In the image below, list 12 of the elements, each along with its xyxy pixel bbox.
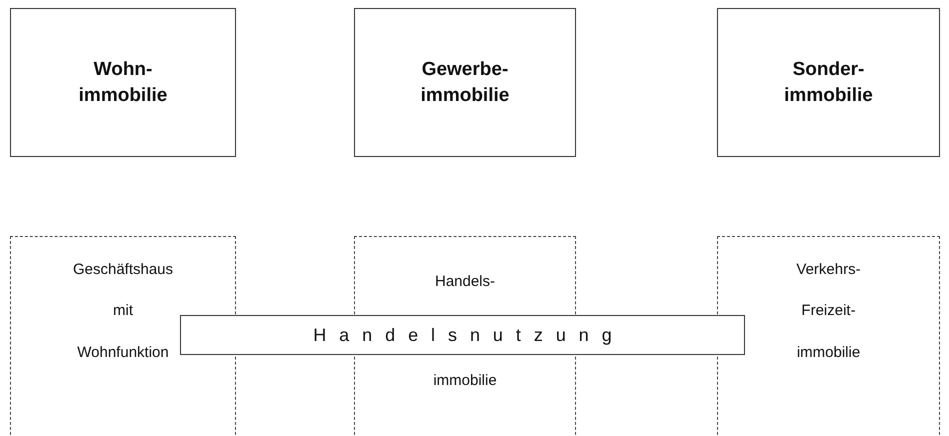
box-label: Wohn- immobilie (78, 58, 168, 108)
box-label: Handels- (434, 272, 496, 292)
box-label: Verkehrs- Freizeit- immobilie (796, 260, 861, 362)
box-label: Handelsnutzung (313, 324, 625, 346)
usage-bar (180, 315, 745, 355)
box-label: immobilie (433, 371, 497, 392)
category-box (717, 8, 940, 157)
box-label: Sonder- immobilie (784, 58, 873, 108)
box-label: Geschäftshaus mit Wohnfunktion (72, 260, 174, 362)
category-box (10, 8, 236, 157)
category-box (354, 8, 576, 157)
box-label: Gewerbe- immobilie (420, 58, 510, 108)
